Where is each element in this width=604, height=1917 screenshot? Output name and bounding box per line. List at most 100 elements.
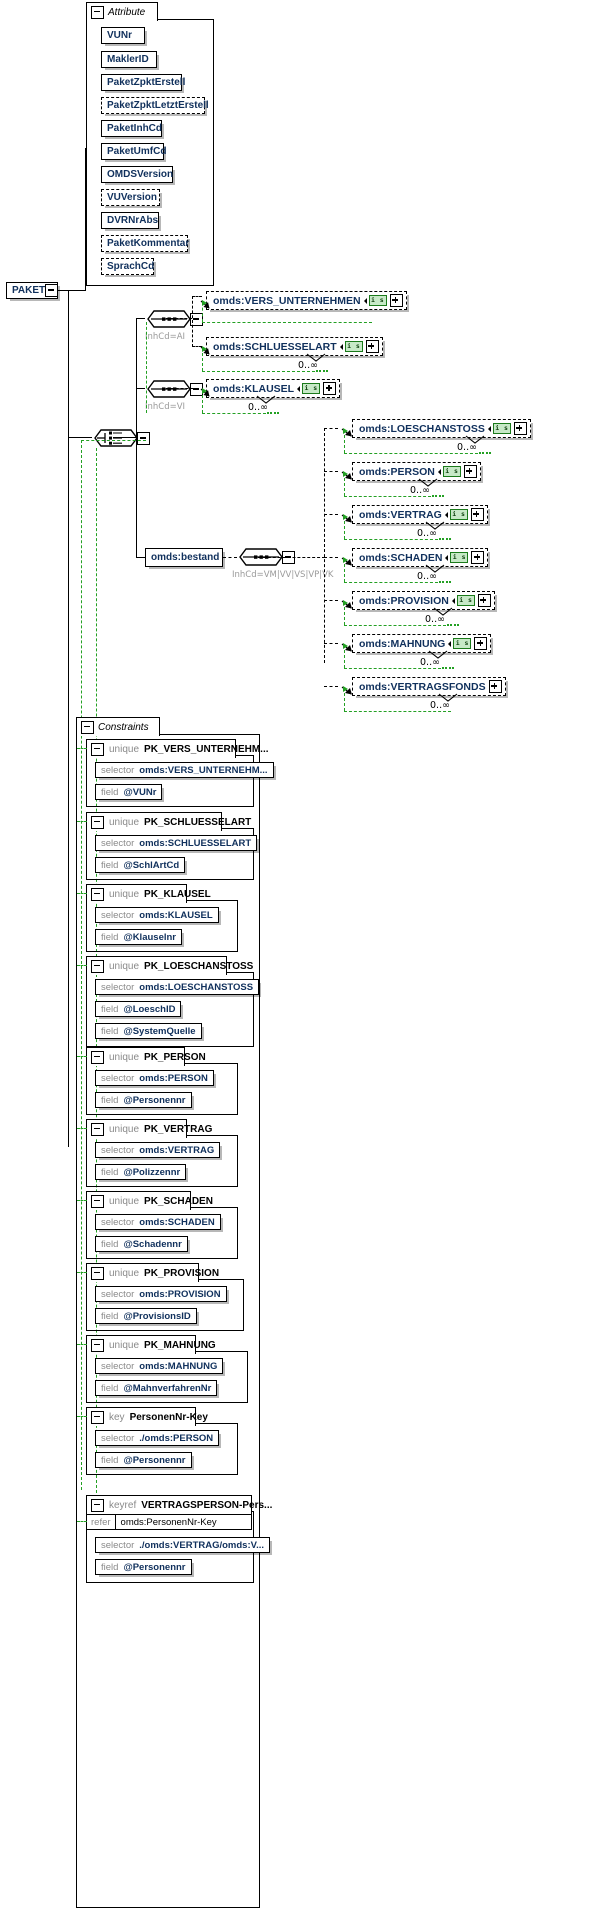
constraint-field-5[interactable]: field @Polizzennr xyxy=(95,1164,187,1180)
constraint-selector-1[interactable]: selector omds:SCHLUESSELART xyxy=(95,835,258,851)
constraint-selector-4[interactable]: selector omds:PERSON xyxy=(95,1070,214,1086)
constraint-tab-7[interactable]: unique PK_PROVISION xyxy=(86,1263,219,1282)
minus-collapse-icon[interactable] xyxy=(91,1338,104,1352)
expand-icon[interactable] xyxy=(474,637,488,650)
green-link xyxy=(344,602,345,625)
element-vertragsfonds[interactable]: omds:VERTRAGSFONDS xyxy=(352,677,506,696)
constraint-selector-9[interactable]: selector ./omds:PERSON xyxy=(95,1430,220,1446)
green-dots xyxy=(479,452,491,454)
attribute-vuversion[interactable]: VUVersion xyxy=(101,189,160,206)
minus-collapse-icon[interactable] xyxy=(91,1050,104,1064)
element-person[interactable]: omds:PERSON i s xyxy=(352,462,481,481)
attribute-dvrnrabs[interactable]: DVRNrAbs xyxy=(101,212,159,229)
constraint-field-10[interactable]: field @Personennr xyxy=(95,1559,192,1575)
constraint-tab-3[interactable]: unique PK_LOESCHANSTOSS xyxy=(86,956,253,975)
constraint-tab-1[interactable]: unique PK_SCHLUESSELART xyxy=(86,812,251,831)
constraint-tab-5[interactable]: unique PK_VERTRAG xyxy=(86,1119,212,1138)
group-ref-bestand[interactable]: omds:bestand xyxy=(145,548,223,567)
constraint-field-6[interactable]: field @Schadennr xyxy=(95,1236,188,1252)
minus-collapse-icon[interactable] xyxy=(91,1122,104,1136)
constraint-selector-8[interactable]: selector omds:MAHNUNG xyxy=(95,1358,224,1374)
expand-icon[interactable] xyxy=(513,422,527,435)
constraint-field-4[interactable]: field @Personennr xyxy=(95,1092,192,1108)
constraint-selector-6[interactable]: selector omds:SCHADEN xyxy=(95,1214,221,1230)
element-provision[interactable]: omds:PROVISION i s xyxy=(352,591,495,610)
attribute-maklerid[interactable]: MaklerID xyxy=(101,51,157,68)
type-arrow-icon xyxy=(363,297,367,304)
expand-icon[interactable] xyxy=(323,382,337,395)
constraint-selector-2[interactable]: selector omds:KLAUSEL xyxy=(95,907,219,923)
constraint-field-2[interactable]: field @Klauselnr xyxy=(95,929,182,945)
constraint-selector-3[interactable]: selector omds:LOESCHANSTOSS xyxy=(95,979,260,995)
minus-collapse-icon[interactable] xyxy=(91,1410,104,1424)
attribute-paketkommentar[interactable]: PaketKommentar xyxy=(101,235,189,252)
type-badge: i s xyxy=(344,341,363,352)
attribute-vunr[interactable]: VUNr xyxy=(101,27,145,44)
sequence-compositor-vi[interactable] xyxy=(145,379,203,399)
expand-icon[interactable] xyxy=(470,508,484,521)
constraint-selector-7[interactable]: selector omds:PROVISION xyxy=(95,1286,227,1302)
attribute-paketzpktletzterstell[interactable]: PaketZpktLetztErstell xyxy=(101,97,209,114)
choice-expand-icon[interactable] xyxy=(137,432,150,445)
attribute-paketumfcd[interactable]: PaketUmfCd xyxy=(101,143,166,160)
element-mahnung[interactable]: omds:MAHNUNG i s xyxy=(352,634,492,653)
green-arrowhead-icon xyxy=(343,557,348,563)
element-schluesselart[interactable]: omds:SCHLUESSELART i s xyxy=(206,337,383,356)
expand-icon[interactable] xyxy=(389,294,403,307)
constraint-field-3[interactable]: field @LoeschID xyxy=(95,1001,182,1017)
constraint-refer-10[interactable]: refer omds:PersonenNr-Key xyxy=(86,1514,252,1530)
root-element-paket[interactable]: PAKET xyxy=(6,282,59,299)
constraint-tab-9[interactable]: key PersonenNr-Key xyxy=(86,1407,208,1426)
minus-collapse-icon[interactable] xyxy=(81,720,94,734)
attribute-omdsversion[interactable]: OMDSVersion xyxy=(101,166,173,183)
expand-icon[interactable] xyxy=(471,551,485,564)
connector-dashed xyxy=(223,557,237,558)
constraint-tab-10[interactable]: keyref VERTRAGSPERSON-Pers... xyxy=(86,1495,272,1514)
element-vers-unternehmen[interactable]: omds:VERS_UNTERNEHMEN i s xyxy=(206,291,407,310)
constraint-selector-0[interactable]: selector omds:VERS_UNTERNEHM... xyxy=(95,762,274,778)
attribute-sprachcd[interactable]: SprachCd xyxy=(101,258,154,275)
constraints-tab[interactable]: Constraints xyxy=(76,717,160,736)
constraint-tab-0[interactable]: unique PK_VERS_UNTERNEHM... xyxy=(86,739,269,758)
collapse-icon[interactable] xyxy=(45,284,59,297)
choice-compositor[interactable] xyxy=(92,428,150,448)
expand-icon[interactable] xyxy=(477,594,491,607)
minus-collapse-icon[interactable] xyxy=(91,1266,104,1280)
expand-icon[interactable] xyxy=(463,465,477,478)
minus-collapse-icon[interactable] xyxy=(91,1194,104,1208)
element-vertrag[interactable]: omds:VERTRAG i s xyxy=(352,505,488,524)
green-link xyxy=(344,688,345,711)
attribute-paketinhcd[interactable]: PaketInhCd xyxy=(101,120,162,137)
element-loeschanstoss[interactable]: omds:LOESCHANSTOSS i s xyxy=(352,419,531,438)
attribute-paketzpkterstell[interactable]: PaketZpktErstell xyxy=(101,74,185,91)
constraint-field2-3[interactable]: field @SystemQuelle xyxy=(95,1023,202,1039)
green-dots xyxy=(447,624,459,626)
constraint-tab-8[interactable]: unique PK_MAHNUNG xyxy=(86,1335,216,1354)
element-klausel[interactable]: omds:KLAUSEL i s xyxy=(206,379,341,398)
minus-collapse-icon[interactable] xyxy=(91,959,104,973)
constraint-selector-10[interactable]: selector ./omds:VERTRAG/omds:V... xyxy=(95,1537,271,1553)
attribute-group-tab[interactable]: Attribute xyxy=(86,2,158,21)
constraint-field-9[interactable]: field @Personennr xyxy=(95,1452,192,1468)
minus-collapse-icon[interactable] xyxy=(91,887,104,901)
constraint-field-0[interactable]: field @VUNr xyxy=(95,784,163,800)
sequence-compositor-ai[interactable] xyxy=(145,309,203,329)
constraint-field-8[interactable]: field @MahnverfahrenNr xyxy=(95,1380,218,1396)
element-schaden[interactable]: omds:SCHADEN i s xyxy=(352,548,489,567)
minus-collapse-icon[interactable] xyxy=(91,1498,104,1512)
minus-collapse-icon[interactable] xyxy=(91,742,104,756)
type-badge: i s xyxy=(368,295,387,306)
connector-dashed xyxy=(324,557,338,558)
type-arrow-icon xyxy=(448,640,452,647)
constraint-field-7[interactable]: field @ProvisionsID xyxy=(95,1308,197,1324)
expand-icon[interactable] xyxy=(365,340,379,353)
constraint-field-1[interactable]: field @SchlArtCd xyxy=(95,857,186,873)
expand-icon[interactable] xyxy=(488,680,502,693)
constraint-tab-4[interactable]: unique PK_PERSON xyxy=(86,1047,206,1066)
constraint-selector-5[interactable]: selector omds:VERTRAG xyxy=(95,1142,221,1158)
constraint-tab-2[interactable]: unique PK_KLAUSEL xyxy=(86,884,211,903)
sequence-ai-expand-icon[interactable] xyxy=(190,313,203,326)
constraint-tab-6[interactable]: unique PK_SCHADEN xyxy=(86,1191,213,1210)
minus-collapse-icon[interactable] xyxy=(91,5,104,19)
minus-collapse-icon[interactable] xyxy=(91,815,104,829)
